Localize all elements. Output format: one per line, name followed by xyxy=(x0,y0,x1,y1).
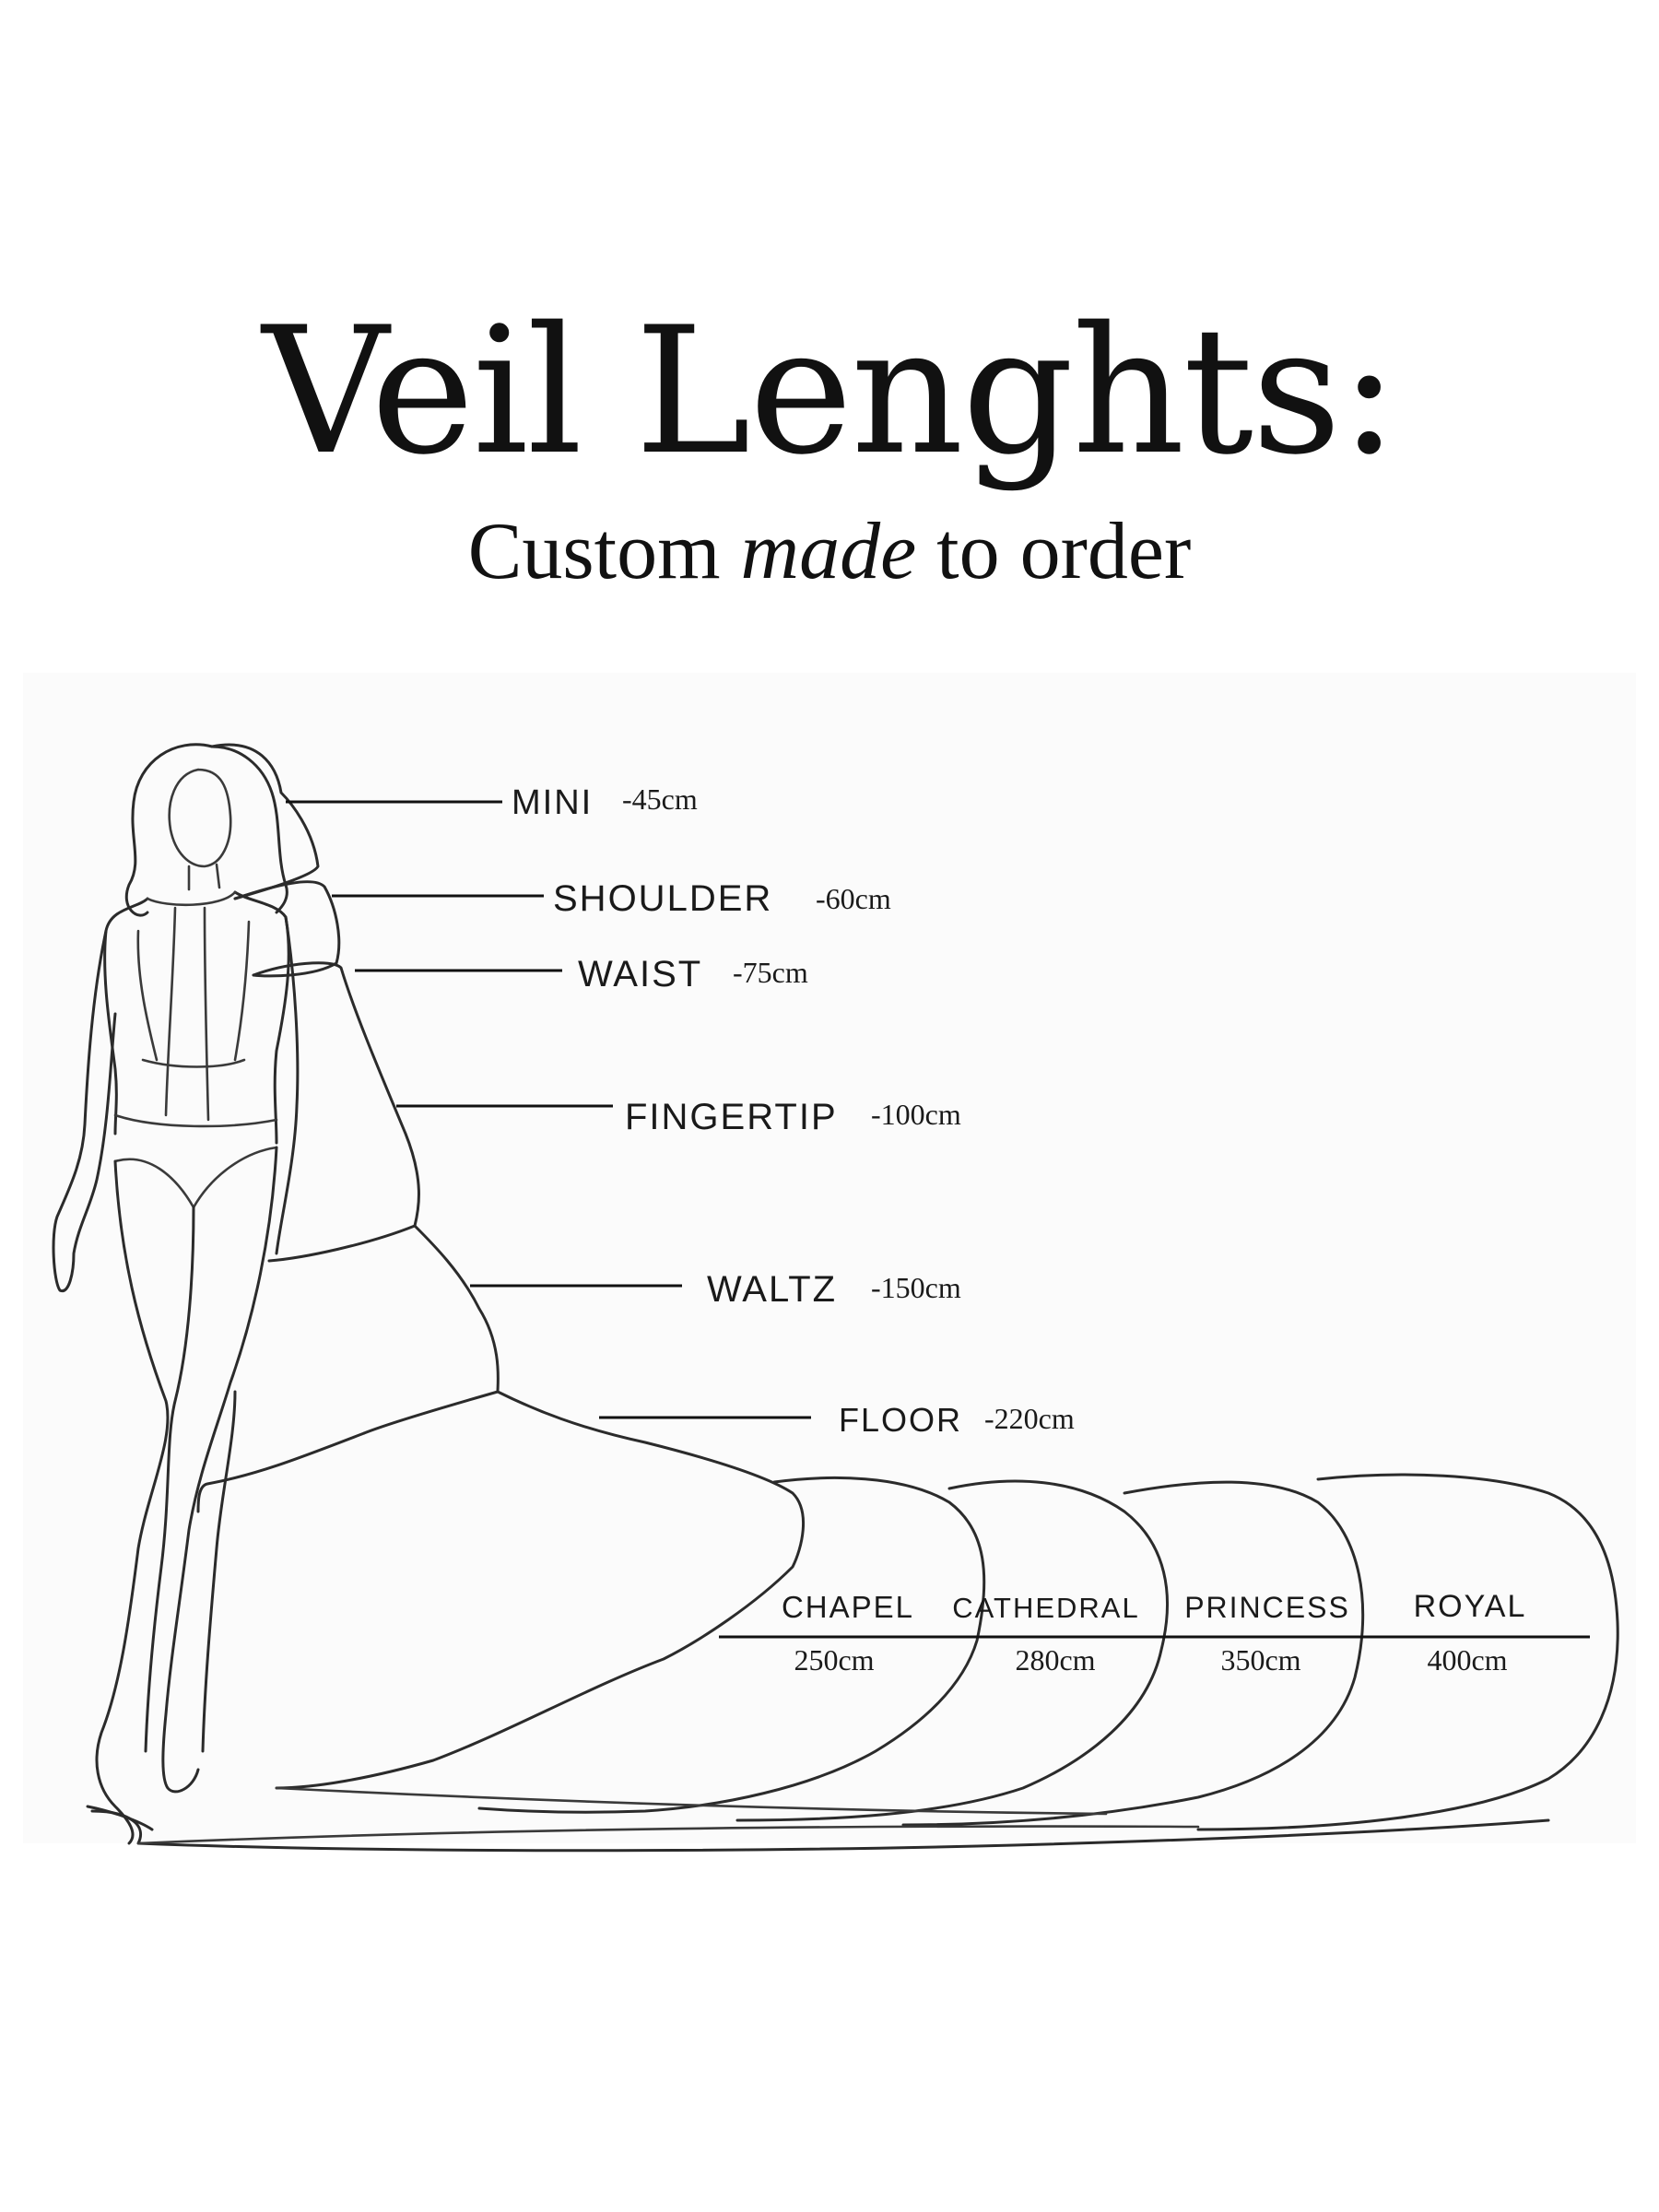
label-cathedral: CATHEDRAL xyxy=(952,1592,1139,1624)
length-waist: -75cm xyxy=(733,956,808,989)
label-floor: FLOOR xyxy=(839,1401,962,1439)
subtitle-post: to order xyxy=(916,507,1192,596)
label-mini: MINI xyxy=(512,783,593,822)
subtitle-pre: Custom xyxy=(467,507,741,596)
length-mini: -45cm xyxy=(622,782,698,816)
label-waist: WAIST xyxy=(578,954,702,994)
label-princess: PRINCESS xyxy=(1184,1591,1350,1624)
subtitle-emphasis: made xyxy=(740,507,917,596)
length-royal: 400cm xyxy=(1427,1643,1507,1677)
length-princess: 350cm xyxy=(1220,1643,1300,1677)
leader-lines xyxy=(286,800,1590,1639)
length-shoulder: -60cm xyxy=(816,882,891,915)
length-chapel: 250cm xyxy=(794,1643,874,1677)
length-waltz: -150cm xyxy=(871,1271,961,1304)
page-title: Veil Lenghts: xyxy=(262,289,1399,493)
length-labels: MINI -45cm SHOULDER -60cm WAIST -75cm FI… xyxy=(512,782,1527,1677)
label-chapel: CHAPEL xyxy=(782,1590,914,1624)
length-cathedral: 280cm xyxy=(1015,1643,1095,1677)
label-shoulder: SHOULDER xyxy=(553,878,772,919)
label-fingertip: FINGERTIP xyxy=(625,1097,838,1137)
length-fingertip: -100cm xyxy=(871,1098,961,1131)
label-waltz: WALTZ xyxy=(707,1269,837,1310)
label-royal: ROYAL xyxy=(1414,1589,1527,1624)
veil-tiers xyxy=(90,743,1619,1853)
length-floor: -220cm xyxy=(984,1402,1075,1435)
bride-figure xyxy=(52,743,300,1845)
page-subtitle: Custom made to order xyxy=(0,512,1659,593)
